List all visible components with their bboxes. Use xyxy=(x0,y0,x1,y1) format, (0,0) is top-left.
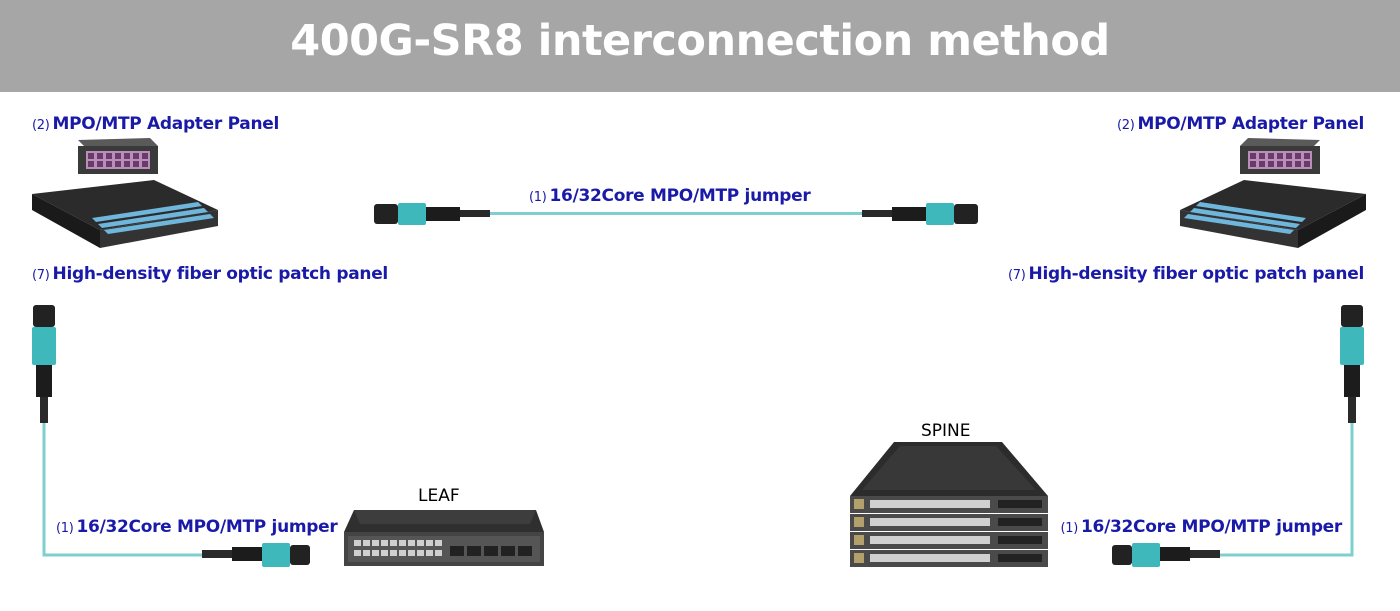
label-jumper-top: (1)16/32Core MPO/MTP jumper xyxy=(529,186,811,206)
leaf-switch-icon xyxy=(344,510,544,566)
mpo-connector-icon xyxy=(202,543,310,567)
spine-label: SPINE xyxy=(921,421,971,441)
label-adapter-panel-right: (2)MPO/MTP Adapter Panel xyxy=(1116,114,1364,134)
diagram-title: 400G-SR8 interconnection method xyxy=(290,16,1110,66)
label-adapter-panel-left: (2)MPO/MTP Adapter Panel xyxy=(32,114,280,134)
mpo-connector-icon xyxy=(1340,305,1364,423)
mpo-connector-icon xyxy=(862,203,978,225)
label-patch-panel-left: (7)High-density fiber optic patch panel xyxy=(32,264,388,284)
label-jumper-right: (1)16/32Core MPO/MTP jumper xyxy=(1060,517,1343,537)
mpo-jumper-right xyxy=(1112,305,1364,567)
label-jumper-left: (1)16/32Core MPO/MTP jumper xyxy=(56,517,338,537)
adapter-panel-icon xyxy=(78,138,158,174)
mpo-connector-icon xyxy=(1112,543,1220,567)
mpo-connector-icon xyxy=(32,305,56,423)
patch-panel-left xyxy=(32,138,218,248)
mpo-connector-icon xyxy=(374,203,490,225)
adapter-panel-icon xyxy=(1240,138,1320,174)
header-bar xyxy=(0,0,1400,92)
mpo-jumper-left xyxy=(32,305,310,567)
label-patch-panel-right: (7)High-density fiber optic patch panel xyxy=(1008,264,1364,284)
leaf-label: LEAF xyxy=(418,486,460,506)
spine-switch-icon xyxy=(850,442,1048,567)
patch-panel-right xyxy=(1180,138,1366,248)
mpo-jumper-top xyxy=(374,203,978,225)
